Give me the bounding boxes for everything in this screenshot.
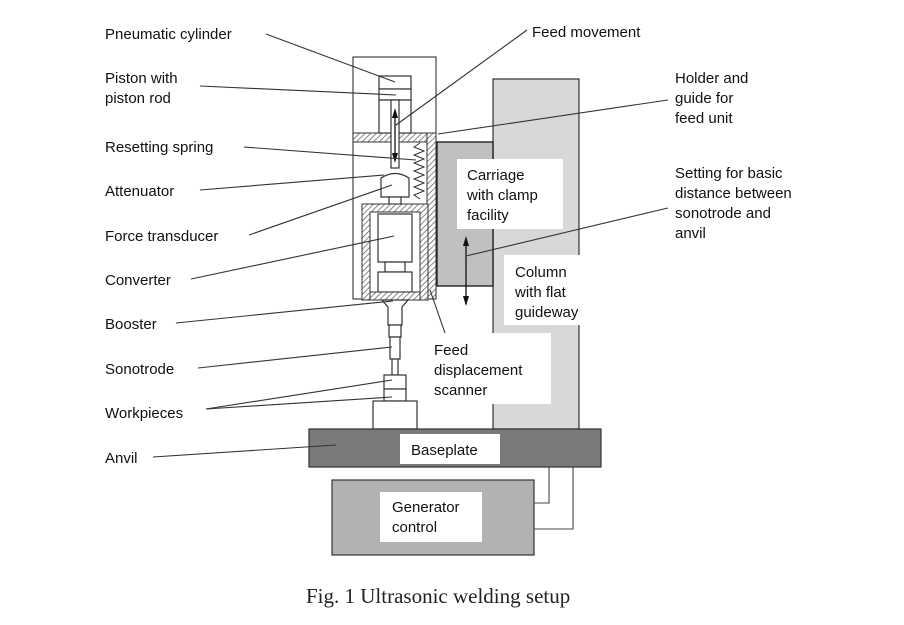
label-workpieces: Workpieces [105,405,183,422]
label-converter: Converter [105,272,171,289]
booster-ring [369,291,421,301]
force-transducer [388,196,402,205]
label-scanner-line2: displacement [434,362,523,379]
leader-feed-scanner [429,289,446,334]
label-column-line2: with flat [514,284,567,301]
label-column-line3: guideway [515,304,579,321]
label-setting-line4: anvil [675,225,706,242]
distance-arrow-head-down [463,296,469,306]
label-column-line1: Column [515,264,567,281]
leader-sonotrode [197,346,393,369]
sonotrode-tip [391,358,399,376]
baseplate-label-box [400,434,500,464]
resetting-spring [412,142,426,200]
label-setting-line3: sonotrode and [675,205,771,222]
generator-label-box [380,492,482,542]
label-carriage-line2: with clamp [466,187,538,204]
label-carriage-line1: Carriage [467,167,525,184]
label-holder-line2: guide for [675,90,733,107]
booster-lower [388,324,402,338]
leader-feed-movement [395,29,528,126]
cable-2 [534,467,574,530]
label-scanner-line1: Feed [434,342,468,359]
label-holder-line1: Holder and [675,70,748,87]
label-anvil: Anvil [105,450,138,467]
label-feed-movement: Feed movement [532,24,641,41]
booster [380,299,410,326]
scanner-label-box [430,333,551,404]
leader-anvil [152,444,337,458]
label-baseplate: Baseplate [411,442,478,459]
leader-attenuator [199,174,385,191]
label-booster: Booster [105,316,157,333]
leader-booster [175,300,394,324]
leader-converter [190,235,395,280]
feed-arrow-head-up [392,108,398,118]
distance-arrow-head-up [463,236,469,246]
label-pneumatic-cylinder: Pneumatic cylinder [105,26,232,43]
carriage-label-box [457,159,563,229]
workpiece-lower [383,388,407,402]
label-scanner-line3: scanner [434,382,487,399]
figure-caption: Fig. 1 Ultrasonic welding setup [306,584,570,608]
leader-piston [199,85,397,96]
label-generator-line2: control [392,519,437,536]
label-resetting-spring: Resetting spring [105,139,213,156]
label-piston-line2: piston rod [105,90,171,107]
label-holder-line3: feed unit [675,110,733,127]
label-carriage-line3: facility [467,207,509,224]
leader-workpieces-2 [205,396,393,410]
anvil-block [372,400,418,430]
label-generator-line1: Generator [392,499,460,516]
converter-flange [377,271,413,293]
label-setting-line2: distance between [675,185,792,202]
label-piston-line1: Piston with [105,70,178,87]
leader-resetting-spring [243,146,417,161]
workpiece-upper [383,374,407,390]
sonotrode [389,336,401,360]
leader-setting-distance [465,207,669,257]
leader-force-transducer [248,184,393,236]
cable-1 [534,467,550,504]
label-setting-line1: Setting for basic [675,165,783,182]
leader-workpieces-1 [205,379,393,410]
column-label-box [504,255,594,325]
label-force-transducer: Force transducer [105,228,218,245]
attenuator [380,172,410,198]
label-attenuator: Attenuator [105,183,174,200]
converter-neck [384,261,406,273]
leader-holder [437,99,669,135]
leader-pneumatic-cylinder [265,33,396,83]
label-sonotrode: Sonotrode [105,361,174,378]
